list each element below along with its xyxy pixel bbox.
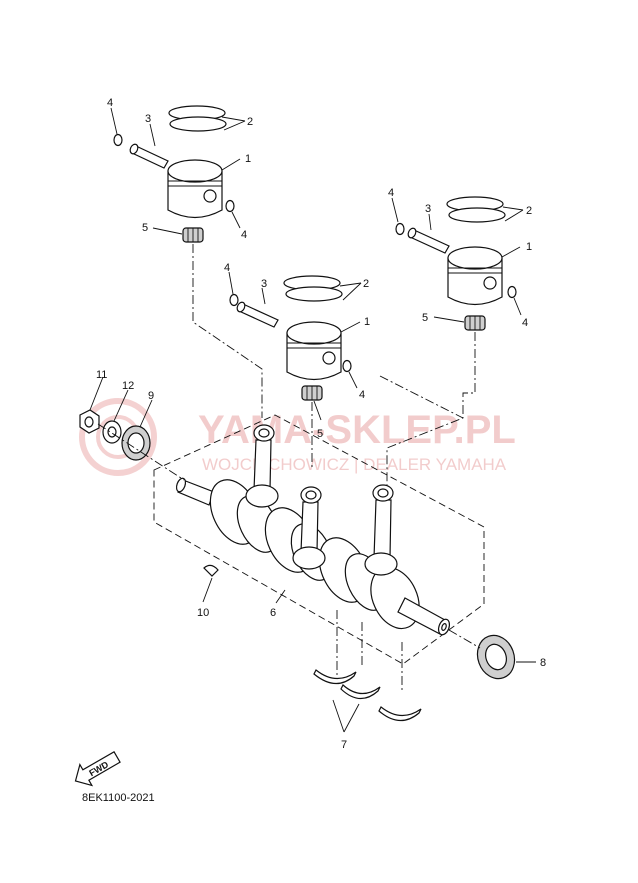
callout-4: 4 xyxy=(359,389,365,401)
pin-clip xyxy=(507,285,517,299)
piston xyxy=(447,246,503,306)
fwd-arrow: FWD xyxy=(74,750,121,787)
callout-11: 11 xyxy=(96,369,107,381)
callout-4: 4 xyxy=(388,187,394,199)
callout-1: 1 xyxy=(245,153,251,165)
pin-clip xyxy=(225,199,235,213)
piston-pin xyxy=(407,227,450,254)
callout-2: 2 xyxy=(526,205,532,217)
callout-6: 6 xyxy=(270,607,276,619)
piston-group-c xyxy=(379,196,524,490)
oil-seal-left xyxy=(121,425,151,461)
pin-clip xyxy=(395,222,405,236)
callout-3: 3 xyxy=(425,203,431,215)
piston-pin xyxy=(129,143,169,169)
callout-5: 5 xyxy=(422,312,428,324)
needle-bearing xyxy=(464,315,486,331)
bearing-halves xyxy=(313,669,422,722)
connecting-rod xyxy=(245,424,279,508)
pin-clip xyxy=(229,293,239,307)
watermark-title: YAMA-SKLEP.PL xyxy=(198,408,516,452)
callout-3: 3 xyxy=(145,113,151,125)
needle-bearing xyxy=(301,385,323,401)
callout-7: 7 xyxy=(341,739,347,751)
crankshaft-assembly xyxy=(153,414,485,690)
callout-8: 8 xyxy=(540,657,546,669)
callout-2: 2 xyxy=(363,278,369,290)
callout-labels: 4 3 2 1 4 5 4 3 2 1 4 5 4 3 2 1 4 5 11 1… xyxy=(96,97,546,751)
callout-4: 4 xyxy=(224,262,230,274)
callout-1: 1 xyxy=(526,241,532,253)
callout-9: 9 xyxy=(148,390,154,402)
piston-group-b xyxy=(228,271,362,470)
piston-group-a xyxy=(110,105,263,418)
piston-ring-set xyxy=(283,275,343,302)
piston xyxy=(167,159,223,219)
piston-ring-set xyxy=(168,105,227,132)
connecting-rod xyxy=(364,484,398,576)
connecting-rod xyxy=(292,486,326,570)
washer xyxy=(102,420,122,444)
nut xyxy=(79,409,100,434)
diagram-code: 8EK1100-2021 xyxy=(82,792,155,804)
callout-5: 5 xyxy=(317,428,323,440)
piston xyxy=(286,321,342,381)
pin-clip xyxy=(342,359,352,373)
callout-4: 4 xyxy=(522,317,528,329)
callout-10: 10 xyxy=(197,607,209,619)
watermark-subtitle: WOJCIECHOWICZ | DEALER YAMAHA xyxy=(202,455,507,474)
callout-4: 4 xyxy=(107,97,113,109)
callout-12: 12 xyxy=(122,380,134,392)
callout-2: 2 xyxy=(247,116,253,128)
oil-seal-right xyxy=(476,634,516,680)
watermark: YAMA-SKLEP.PL WOJCIECHOWICZ | DEALER YAM… xyxy=(79,398,516,476)
watermark-logo-ring xyxy=(79,398,157,476)
woodruff-key xyxy=(203,564,219,577)
callout-4: 4 xyxy=(241,229,247,241)
needle-bearing xyxy=(182,227,204,243)
piston-ring-set xyxy=(446,196,506,223)
pin-clip xyxy=(113,133,123,147)
callout-1: 1 xyxy=(364,316,370,328)
callout-3: 3 xyxy=(261,278,267,290)
callout-5: 5 xyxy=(142,222,148,234)
piston-pin xyxy=(236,301,279,328)
